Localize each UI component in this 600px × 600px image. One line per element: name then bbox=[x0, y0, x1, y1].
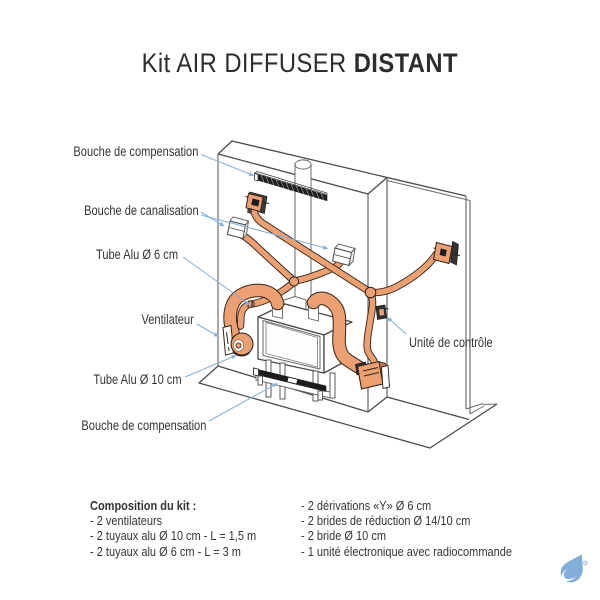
arrow-bouche-canalisation-1 bbox=[200, 211, 225, 227]
tube-alu-10-right bbox=[306, 291, 371, 378]
control-unit bbox=[375, 304, 389, 320]
page-title: Kit AIR DIFFUSER DISTANT bbox=[0, 48, 600, 78]
arrow-ventilateur bbox=[196, 323, 220, 337]
brand-drop-logo: ® bbox=[560, 554, 588, 583]
label-unite-controle: Unité de contrôle bbox=[409, 335, 493, 350]
kit-item: - 2 dérivations «Y» Ø 6 cm bbox=[301, 499, 432, 513]
compensation-grille-bottom bbox=[253, 367, 331, 401]
kit-heading: Composition du kit : bbox=[90, 499, 197, 513]
vent-left-white bbox=[226, 216, 249, 240]
compensation-grille-top bbox=[254, 171, 328, 202]
arrow-bouche-compensation-bottom bbox=[208, 383, 278, 422]
vent-center-white bbox=[331, 243, 356, 267]
label-bouche-compensation-top: Bouche de compensation bbox=[73, 144, 198, 159]
kit-item: - 2 brides de réduction Ø 14/10 cm bbox=[301, 514, 471, 529]
tube-alu-6-upper bbox=[250, 207, 440, 365]
arrow-unite-controle bbox=[386, 316, 407, 335]
label-bouche-compensation-bottom: Bouche de compensation bbox=[81, 417, 206, 433]
label-tube-alu-10: Tube Alu Ø 10 cm bbox=[93, 371, 182, 387]
kit-item: - 2 bride Ø 10 cm bbox=[301, 529, 386, 544]
label-ventilateur: Ventilateur bbox=[141, 311, 194, 327]
label-tube-alu-6: Tube Alu Ø 6 cm bbox=[95, 247, 178, 262]
wall-structure bbox=[198, 140, 498, 449]
arrow-bouche-compensation-top bbox=[200, 154, 255, 176]
title-bold: DISTANT bbox=[353, 48, 459, 78]
title-regular: Kit AIR DIFFUSER bbox=[141, 48, 347, 78]
kit-item: - 1 unité électronique avec radiocommand… bbox=[301, 544, 512, 559]
registered-mark: ® bbox=[584, 562, 587, 566]
vent-right-orange bbox=[432, 240, 461, 266]
fan-left bbox=[222, 324, 254, 357]
kit-item: - 2 tuyaux alu Ø 6 cm - L = 3 m bbox=[90, 544, 241, 559]
tube-alu-10-left bbox=[223, 283, 285, 340]
arrow-tube-alu-10 bbox=[184, 355, 237, 378]
kit-item: - 2 tuyaux alu Ø 10 cm - L = 1,5 m bbox=[90, 529, 257, 544]
arrow-bouche-canalisation-2 bbox=[200, 214, 329, 250]
fan-right bbox=[355, 360, 391, 390]
label-arrows bbox=[182, 154, 407, 422]
kit-item: - 2 ventilateurs bbox=[90, 514, 163, 529]
label-bouche-canalisation: Bouche de canalisation bbox=[84, 203, 199, 218]
vent-upper-left bbox=[245, 191, 270, 214]
arrow-tube-alu-6 bbox=[182, 256, 251, 306]
